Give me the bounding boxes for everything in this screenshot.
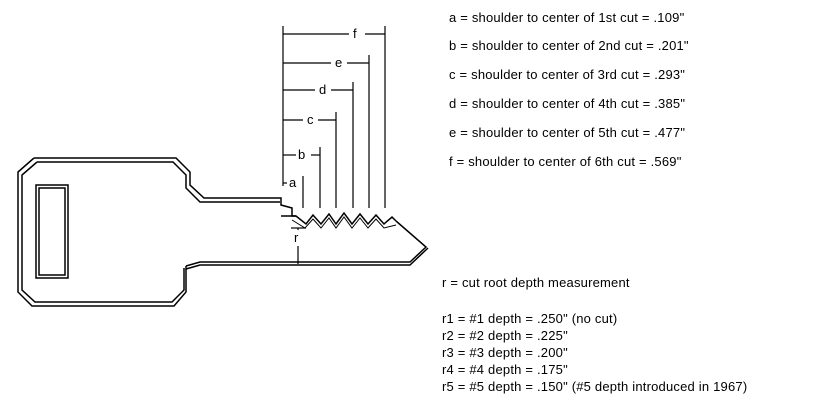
legend-cut-b: b = shoulder to center of 2nd cut = .201…: [449, 38, 689, 53]
dimension-r: [291, 227, 306, 264]
dimension-b: [283, 147, 321, 208]
legend-cut-a: a = shoulder to center of 1st cut = .109…: [449, 10, 685, 25]
dimension-a: [283, 176, 304, 208]
legend-cut-e: e = shoulder to center of 5th cut = .477…: [449, 125, 686, 140]
bitting-cuts-inner: [291, 216, 397, 229]
legend-depth-r1: r1 = #1 depth = .250" (no cut): [442, 311, 618, 326]
legend-depth-r5: r5 = #5 depth = .150" (#5 depth introduc…: [442, 379, 748, 394]
label-d: d: [319, 82, 326, 97]
label-c: c: [307, 112, 314, 127]
legend-cut-f: f = shoulder to center of 6th cut = .569…: [449, 154, 682, 169]
legend-depth-r3: r3 = #3 depth = .200": [442, 345, 568, 360]
depth-legend-title: r = cut root depth measurement: [442, 275, 630, 290]
key-blade-outline: [185, 220, 429, 270]
bitting-cuts: [281, 211, 397, 226]
label-a: a: [289, 175, 297, 190]
legend-depth-r2: r2 = #2 depth = .225": [442, 328, 568, 343]
label-b: b: [298, 147, 305, 162]
dimension-c: [283, 112, 337, 208]
legend-cut-d: d = shoulder to center of 4th cut = .385…: [449, 96, 686, 111]
key-head-outline: [17, 157, 296, 307]
dimension-f: [283, 26, 386, 208]
legend-depth-r4: r4 = #4 depth = .175": [442, 362, 568, 377]
key-head-slot: [35, 184, 69, 279]
legend-cut-c: c = shoulder to center of 3rd cut = .293…: [449, 67, 686, 82]
dimension-e: [283, 55, 370, 208]
label-f: f: [353, 26, 357, 41]
label-r: r: [294, 230, 299, 245]
dimension-d: [283, 82, 354, 208]
label-e: e: [335, 55, 342, 70]
